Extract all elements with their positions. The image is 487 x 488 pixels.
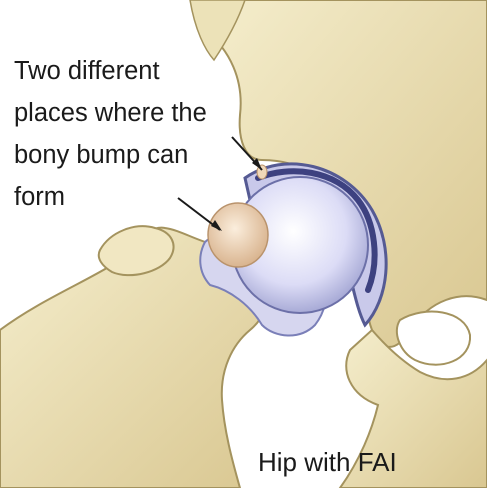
callout-line: places where the [14, 92, 244, 134]
callout-line: bony bump can [14, 134, 244, 176]
callout-line: form [14, 176, 244, 218]
callout-line: Two different [14, 50, 244, 92]
callout-text: Two different places where the bony bump… [14, 50, 244, 218]
obturator-foramen [397, 312, 470, 365]
figure-caption: Hip with FAI [258, 447, 397, 478]
